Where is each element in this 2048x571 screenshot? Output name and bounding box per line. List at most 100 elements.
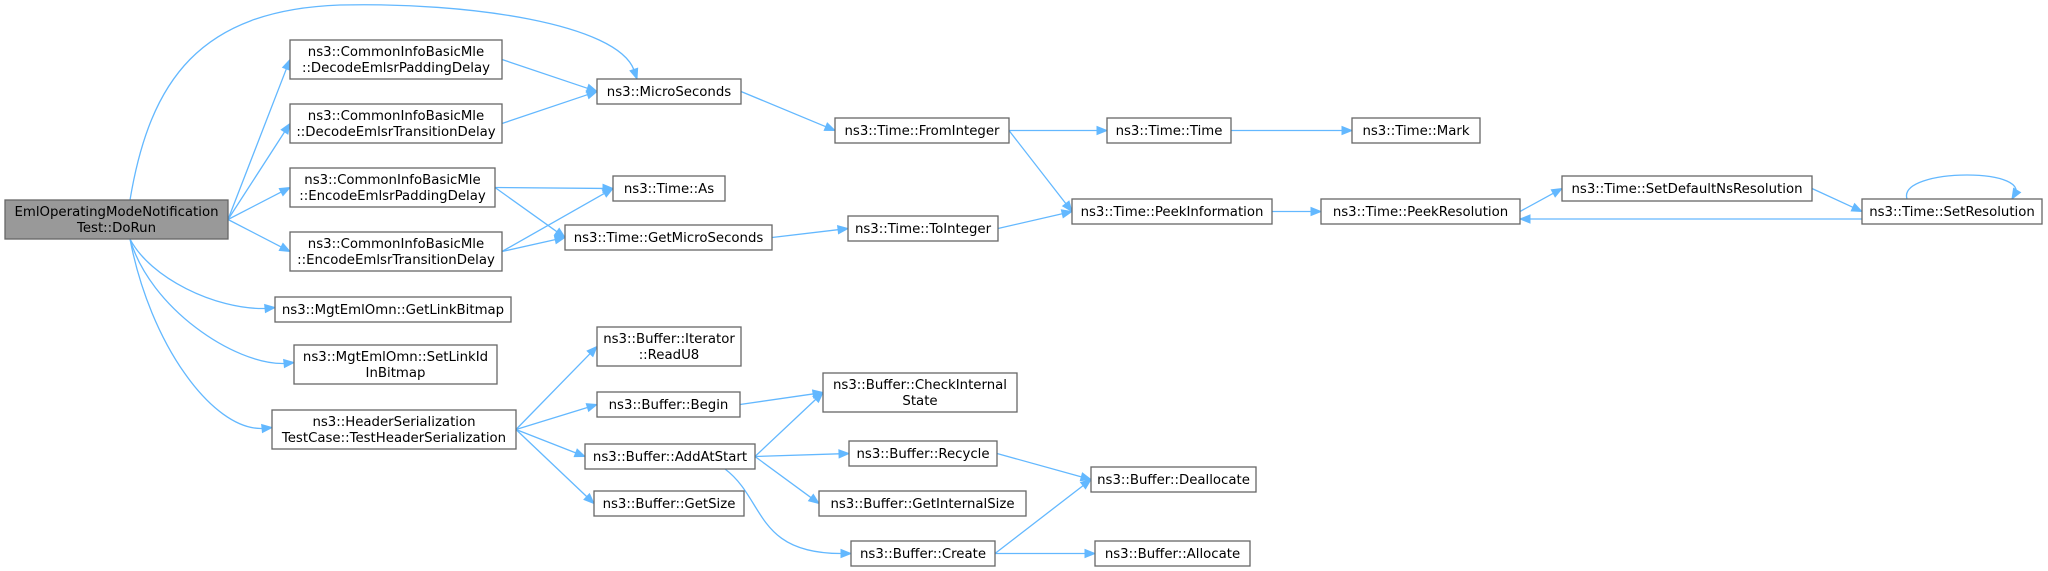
arrowhead xyxy=(573,448,587,458)
arrowhead xyxy=(278,186,292,197)
node-deallocate[interactable]: ns3::Buffer::Deallocate xyxy=(1090,466,1257,493)
node-label: ::EncodeEmlsrTransitionDelay xyxy=(297,253,495,268)
node-box xyxy=(274,296,512,323)
edge-line xyxy=(754,455,812,499)
node-time-time[interactable]: ns3::Time::Time xyxy=(1106,117,1232,144)
node-label: ::ReadU8 xyxy=(639,348,700,363)
edge-create-to-allocate xyxy=(995,548,1097,559)
node-to-integer[interactable]: ns3::Time::ToInteger xyxy=(847,215,999,242)
node-time-as[interactable]: ns3::Time::As xyxy=(612,175,726,202)
node-label: ns3::Time::GetMicroSeconds xyxy=(574,231,764,246)
node-get-micro[interactable]: ns3::Time::GetMicroSeconds xyxy=(564,224,773,251)
edge-line xyxy=(1811,187,1854,208)
edge-addAtStart-to-getInternalSize xyxy=(754,455,821,505)
node-box xyxy=(1561,175,1813,202)
arrowhead xyxy=(553,235,567,245)
edge-peekInfo-to-peekRes xyxy=(1272,206,1323,217)
edge-line xyxy=(515,353,591,430)
node-add-at-start[interactable]: ns3::Buffer::AddAtStart xyxy=(584,443,756,470)
node-label: ns3::CommonInfoBasicMle xyxy=(308,237,484,252)
arrowhead xyxy=(283,358,296,369)
edge-line xyxy=(129,4,635,201)
node-label: ns3::Time::FromInteger xyxy=(844,124,1000,139)
arrowhead xyxy=(812,391,824,404)
edge-encPad-to-timeAs xyxy=(494,183,615,194)
node-box xyxy=(834,117,1010,144)
node-label: ns3::CommonInfoBasicMle xyxy=(308,109,484,124)
edge-encTrans-to-getMicro xyxy=(501,235,567,253)
node-label: ns3::Time::ToInteger xyxy=(855,222,992,237)
node-box xyxy=(596,326,742,367)
edge-line xyxy=(501,239,556,253)
node-label: ns3::Buffer::Recycle xyxy=(856,447,989,462)
node-set-default[interactable]: ns3::Time::SetDefaultNsResolution xyxy=(1561,175,1813,202)
node-box xyxy=(822,372,1018,413)
node-recycle[interactable]: ns3::Buffer::Recycle xyxy=(848,440,998,467)
node-label: ns3::HeaderSerialization xyxy=(312,415,475,430)
node-get-link-bitmap[interactable]: ns3::MgtEmlOmn::GetLinkBitmap xyxy=(274,296,512,323)
node-buf-begin[interactable]: ns3::Buffer::Begin xyxy=(596,391,741,418)
node-label: ns3::Time::Time xyxy=(1116,124,1223,139)
node-dec-pad[interactable]: ns3::CommonInfoBasicMle::DecodeEmlsrPadd… xyxy=(289,39,503,80)
node-micro-seconds[interactable]: ns3::MicroSeconds xyxy=(596,78,742,105)
arrowhead xyxy=(838,449,851,459)
edge-setDefault-to-setRes xyxy=(1811,187,1864,213)
edge-testHeader-to-getSize xyxy=(515,429,595,505)
edge-getMicro-to-toInteger xyxy=(771,225,850,239)
node-peek-info[interactable]: ns3::Time::PeekInformation xyxy=(1071,198,1273,225)
arrowhead xyxy=(1060,209,1074,219)
node-label: ns3::Buffer::GetInternalSize xyxy=(830,497,1014,512)
node-box xyxy=(1861,198,2043,225)
node-test-header[interactable]: ns3::HeaderSerializationTestCase::TestHe… xyxy=(271,409,517,450)
edge-root-to-encPad xyxy=(227,186,292,221)
node-peek-res[interactable]: ns3::Time::PeekResolution xyxy=(1320,198,1521,225)
arrowhead xyxy=(840,548,853,559)
edge-line xyxy=(227,68,287,220)
edge-peekRes-to-setDefault xyxy=(1519,187,1564,213)
arrowhead xyxy=(278,242,292,253)
node-set-res[interactable]: ns3::Time::SetResolution xyxy=(1861,198,2043,225)
node-label: ns3::Buffer::AddAtStart xyxy=(593,450,747,465)
edge-line xyxy=(740,90,827,128)
edge-line xyxy=(754,453,840,458)
arrowhead xyxy=(585,403,599,413)
edge-line xyxy=(771,229,839,239)
node-create[interactable]: ns3::Buffer::Create xyxy=(850,540,996,567)
arrowhead xyxy=(1061,200,1073,213)
edge-line xyxy=(227,131,286,220)
edge-line xyxy=(1519,192,1554,213)
node-box xyxy=(4,199,229,240)
edge-create-to-deallocate xyxy=(994,478,1093,555)
edge-line xyxy=(501,192,605,253)
node-label: ns3::Buffer::CheckInternal xyxy=(833,378,1007,393)
node-dec-trans[interactable]: ns3::CommonInfoBasicMle::DecodeEmlsrTran… xyxy=(289,103,503,144)
node-get-size[interactable]: ns3::Buffer::GetSize xyxy=(593,490,745,517)
node-enc-trans[interactable]: ns3::CommonInfoBasicMle::EncodeEmlsrTran… xyxy=(289,231,503,272)
node-from-integer[interactable]: ns3::Time::FromInteger xyxy=(834,117,1010,144)
edge-line xyxy=(1008,130,1067,205)
arrowhead xyxy=(280,122,291,135)
arrowhead xyxy=(264,303,277,314)
node-enc-pad[interactable]: ns3::CommonInfoBasicMle::EncodeEmlsrPadd… xyxy=(289,167,496,208)
edge-addAtStart-to-checkInternal xyxy=(754,391,824,457)
node-label: ns3::MgtEmlOmn::SetLinkId xyxy=(303,350,488,365)
node-label: ns3::Buffer::Deallocate xyxy=(1097,473,1250,488)
node-box xyxy=(1320,198,1521,225)
arrowhead xyxy=(629,67,639,81)
node-allocate[interactable]: ns3::Buffer::Allocate xyxy=(1094,540,1251,567)
arrowhead xyxy=(1550,187,1564,198)
node-get-internal-size[interactable]: ns3::Buffer::GetInternalSize xyxy=(818,490,1027,517)
node-read-u8[interactable]: ns3::Buffer::Iterator::ReadU8 xyxy=(596,326,742,367)
node-time-mark[interactable]: ns3::Time::Mark xyxy=(1351,117,1481,144)
arrowhead xyxy=(1518,214,1531,224)
edge-line xyxy=(997,213,1063,230)
node-box xyxy=(584,443,756,470)
edge-encPad-to-getMicro xyxy=(494,186,567,239)
node-box xyxy=(1090,466,1257,493)
node-label: ns3::Time::SetResolution xyxy=(1869,205,2035,220)
edge-testHeader-to-readU8 xyxy=(515,345,598,430)
node-label: ns3::Time::SetDefaultNsResolution xyxy=(1571,182,1802,197)
